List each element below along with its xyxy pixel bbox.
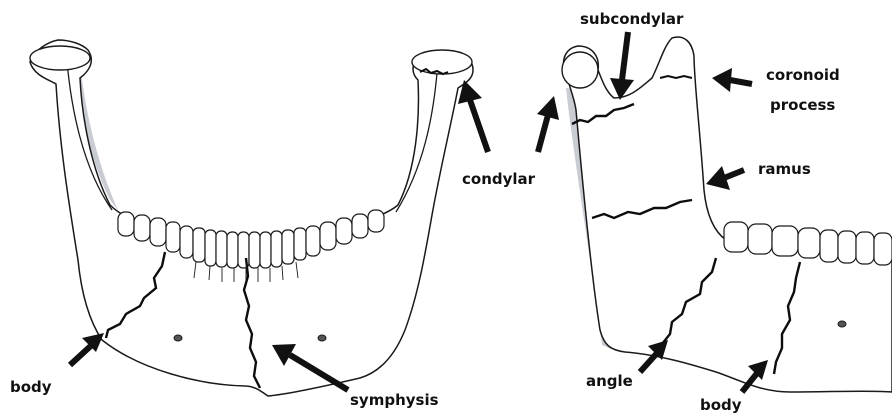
body-left-arrow — [70, 333, 104, 365]
left-mental-foramen — [174, 335, 182, 341]
coronoid-arrow — [712, 68, 752, 92]
mandible-lateral-view — [562, 37, 892, 392]
label-ramus: ramus — [758, 160, 811, 178]
subcondylar-arrow — [610, 32, 634, 100]
label-body-left: body — [10, 378, 52, 396]
left-condyle-head — [30, 46, 90, 70]
label-angle: angle — [586, 372, 633, 390]
label-process: process — [770, 96, 835, 114]
label-body-right: body — [700, 396, 742, 414]
label-symphysis: symphysis — [350, 391, 439, 409]
right-mental-foramen — [318, 335, 326, 341]
label-condylar: condylar — [462, 170, 536, 188]
lateral-mental-foramen — [838, 321, 846, 327]
condylar-arrow-front — [458, 80, 488, 152]
ramus-arrow — [706, 166, 744, 190]
condylar-arrow-lateral — [537, 96, 559, 152]
label-subcondylar: subcondylar — [580, 10, 684, 28]
lateral-condyle-head — [562, 52, 598, 88]
label-coronoid: coronoid — [766, 66, 840, 84]
